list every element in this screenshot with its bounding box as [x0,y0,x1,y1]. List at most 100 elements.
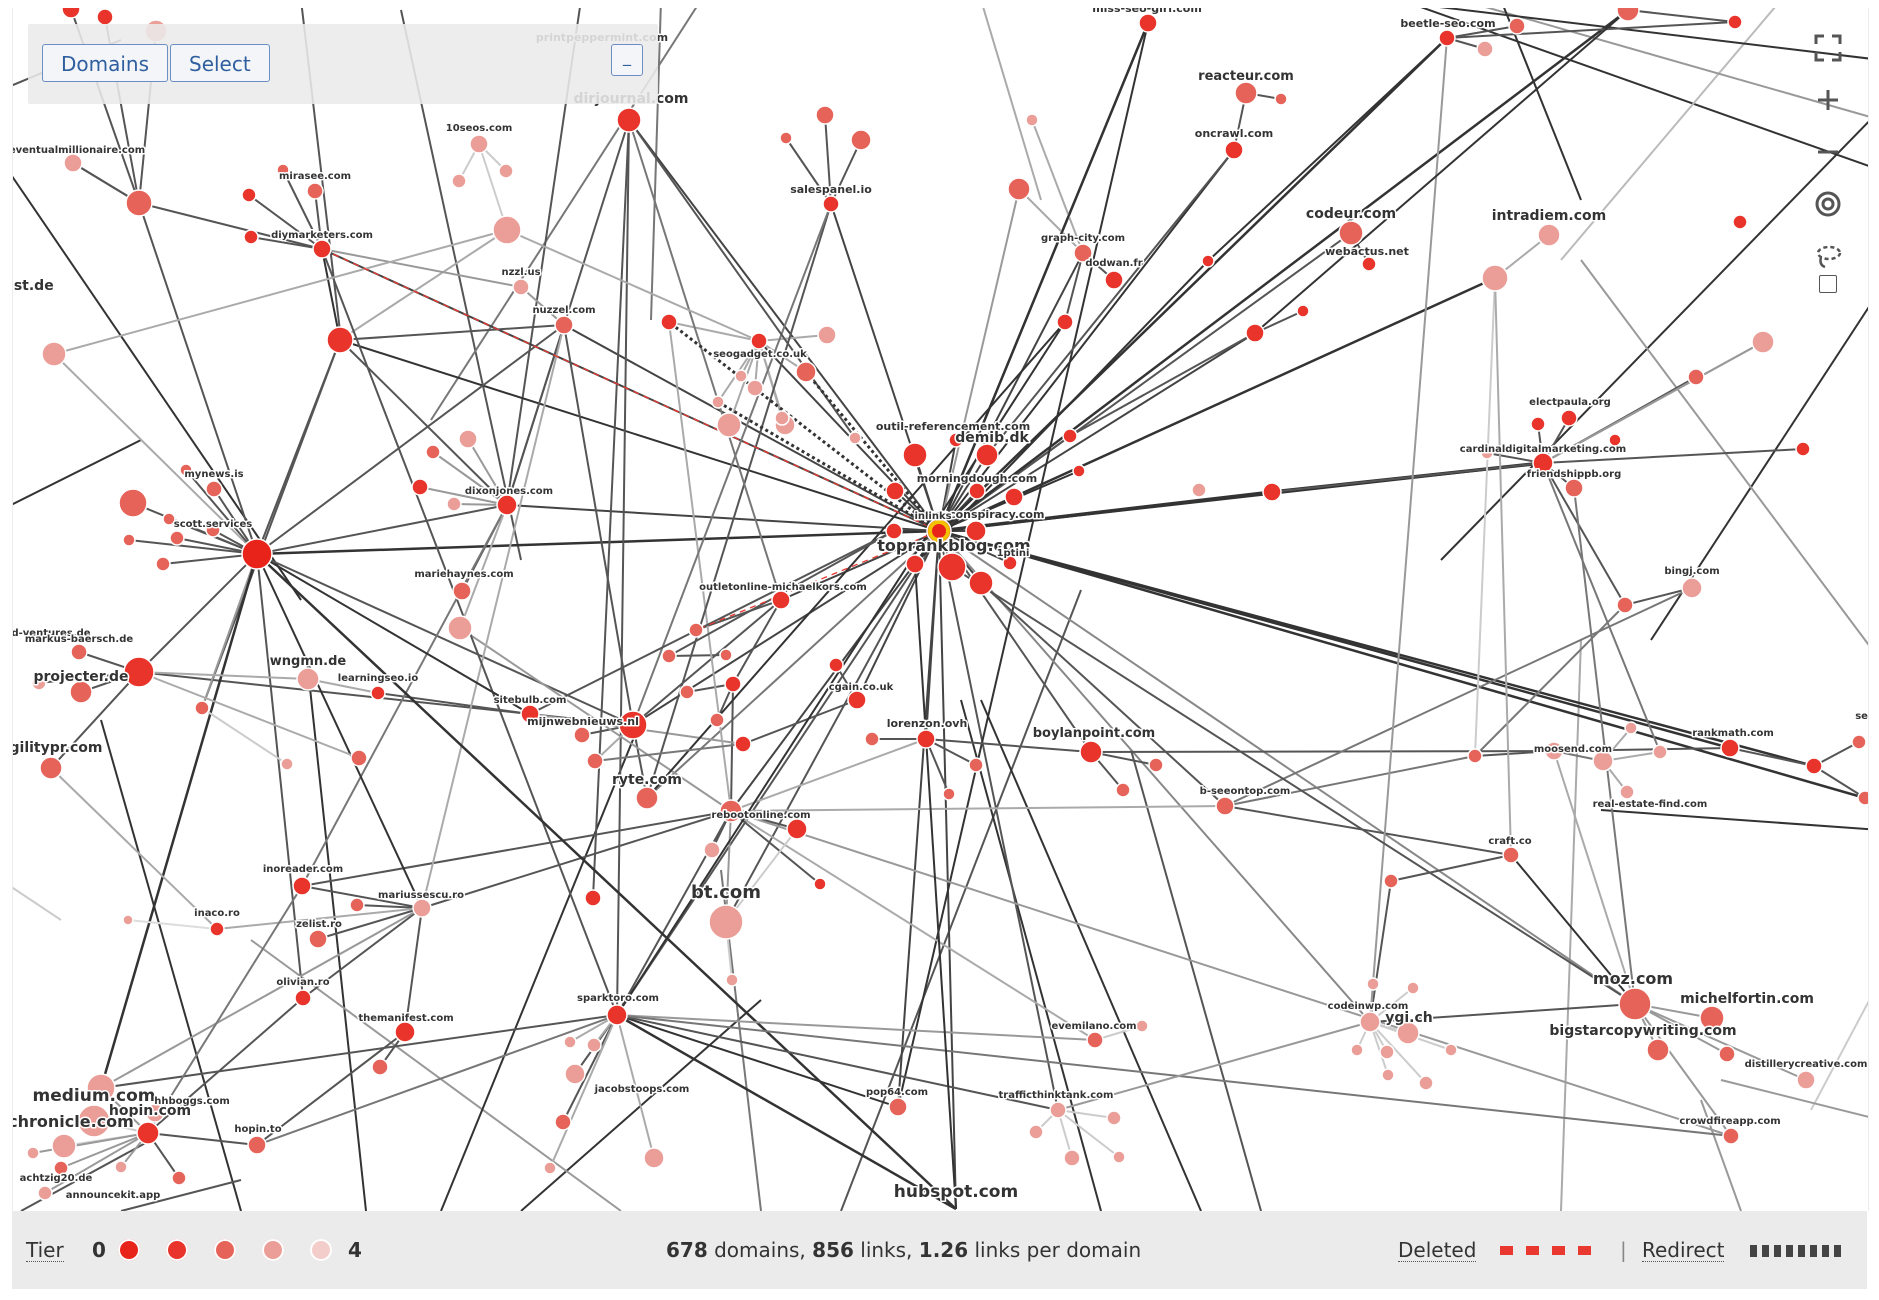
domain-node[interactable] [1652,744,1668,760]
domain-node[interactable] [370,685,386,701]
domain-node[interactable] [1532,452,1554,474]
domain-node[interactable] [771,590,791,610]
domain-node[interactable] [1201,254,1215,268]
domain-node[interactable] [660,313,678,331]
domain-node[interactable] [616,107,642,133]
domain-node[interactable] [1138,13,1158,33]
domain-node[interactable] [1296,304,1310,318]
domain-node[interactable] [1073,243,1093,263]
domain-node[interactable] [724,675,742,693]
domain-node[interactable] [1381,1068,1395,1082]
domain-node[interactable] [308,929,328,949]
domain-node[interactable] [1481,264,1509,292]
domain-node[interactable] [1560,409,1578,427]
domain-node[interactable] [209,921,225,937]
domain-node[interactable] [86,1073,116,1103]
domains-button[interactable]: Domains [42,44,169,82]
domain-node[interactable] [179,463,193,477]
domain-node[interactable] [155,556,171,572]
domain-node[interactable] [719,648,733,662]
domain-node[interactable] [194,700,210,716]
domain-node[interactable] [241,538,273,570]
domain-node[interactable] [564,1063,586,1085]
domain-node[interactable] [312,239,332,259]
network-graph-svg[interactable]: miss-seo-girl.combeetle-seo.comprintpepp… [13,8,1868,1211]
domain-node[interactable] [394,1021,416,1043]
domain-node[interactable] [709,712,725,728]
domain-node[interactable] [1476,40,1494,58]
domain-node[interactable] [51,1133,77,1159]
domain-node[interactable] [1530,416,1546,432]
domain-node[interactable] [1720,738,1740,758]
domain-node[interactable] [774,410,790,426]
domain-node[interactable] [734,369,748,383]
domain-node[interactable] [1508,17,1526,35]
domain-node[interactable] [786,818,808,840]
domain-node[interactable] [822,195,840,213]
domain-node[interactable] [1262,482,1282,502]
domain-node[interactable] [77,1104,111,1138]
domain-node[interactable] [948,432,964,448]
domain-node[interactable] [447,615,473,641]
domain-node[interactable] [469,134,489,154]
domain-node[interactable] [1079,740,1103,764]
domain-node[interactable] [1418,1075,1434,1091]
domain-node[interactable] [586,752,604,770]
domain-node[interactable] [294,989,312,1007]
domain-node[interactable] [1215,796,1235,816]
domain-node[interactable] [96,8,114,26]
domain-node[interactable] [1795,441,1811,457]
domain-node[interactable] [1480,446,1494,460]
domain-node[interactable] [1224,140,1244,160]
domain-node[interactable] [1359,1011,1381,1033]
domain-node[interactable] [1805,757,1823,775]
domain-node[interactable] [1608,433,1622,447]
domain-node[interactable] [280,757,294,771]
domain-node[interactable] [412,898,432,918]
domain-node[interactable] [1851,734,1867,750]
domain-node[interactable] [1396,1021,1420,1045]
domain-node[interactable] [306,182,324,200]
domain-node[interactable] [965,520,987,542]
domain-node[interactable] [643,1147,665,1169]
nodes[interactable] [26,8,1868,1201]
domain-node[interactable] [69,680,93,704]
domain-node[interactable] [326,326,354,354]
domain-node[interactable] [1438,29,1456,47]
domain-node[interactable] [1104,270,1124,290]
domain-node[interactable] [1718,1045,1736,1063]
domain-node[interactable] [26,1146,40,1160]
domain-node[interactable] [41,341,67,367]
domain-node[interactable] [169,530,185,546]
domain-node[interactable] [39,756,63,780]
domain-node[interactable] [1366,977,1380,991]
domain-node[interactable] [118,488,148,518]
collapse-panel-button[interactable]: _ [611,44,643,76]
domain-node[interactable] [31,675,47,691]
domain-node[interactable] [847,690,867,710]
zoom-out-icon[interactable] [1806,130,1850,174]
domain-node[interactable] [114,1160,128,1174]
domain-node[interactable] [1106,1110,1122,1126]
domain-node[interactable] [968,482,986,500]
domain-node[interactable] [1406,981,1420,995]
domain-node[interactable] [125,189,153,217]
domain-node[interactable] [716,412,742,438]
domain-node[interactable] [1687,368,1705,386]
domain-node[interactable] [968,570,994,596]
domain-node[interactable] [746,379,764,397]
domain-node[interactable] [1086,1031,1104,1049]
domain-node[interactable] [902,442,928,468]
domain-node[interactable] [1115,782,1131,798]
domain-node[interactable] [850,129,872,151]
domain-node[interactable] [122,914,134,926]
domain-node[interactable] [813,877,827,891]
domain-node[interactable] [276,163,290,177]
domain-node[interactable] [350,749,368,767]
fullscreen-icon[interactable] [1806,26,1850,70]
domain-node[interactable] [1467,748,1483,764]
domain-node[interactable] [512,278,530,296]
target-icon[interactable] [1806,182,1850,226]
domain-node[interactable] [162,512,176,526]
domain-node[interactable] [679,684,695,700]
